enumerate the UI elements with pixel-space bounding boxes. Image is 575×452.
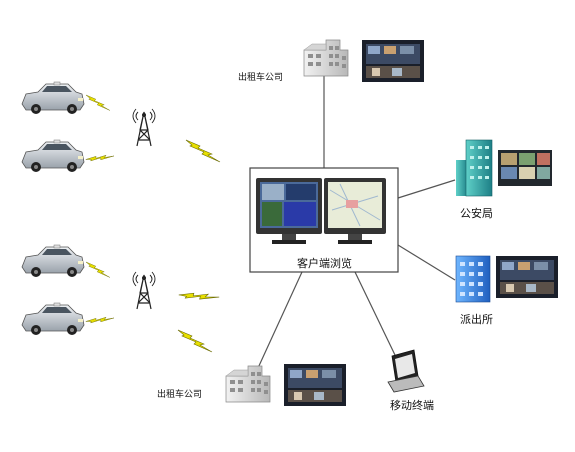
monitoring-screen-photo [498, 150, 552, 186]
wireless-signal-icon [85, 305, 115, 334]
station-building-icon [455, 255, 491, 303]
wireless-signal-icon [177, 329, 213, 353]
link-bottom-company [257, 271, 303, 369]
laptop-icon [387, 349, 425, 393]
link-station [397, 244, 456, 281]
bureau-building-icon [456, 139, 493, 197]
wireless-signal-icon [85, 94, 111, 111]
police-station-label: 派出所 [460, 313, 493, 326]
wireless-signal-icon [85, 143, 115, 172]
wireless-signal-icon [178, 277, 220, 315]
antenna-tower-icon [132, 108, 156, 147]
antenna-tower-icon [132, 271, 156, 310]
monitor-icon [256, 178, 322, 244]
mobile-terminal-label: 移动终端 [390, 399, 434, 412]
office-building-icon [225, 365, 271, 403]
link-mobile [354, 271, 396, 356]
monitor-icon [324, 178, 386, 244]
control-room-photo [284, 364, 346, 406]
link-bureau [397, 179, 456, 199]
control-room-photo [362, 40, 424, 82]
wireless-signal-icon [85, 261, 111, 278]
client-browse-box [249, 167, 399, 273]
taxi-car-icon [21, 81, 85, 115]
taxi-car-icon [21, 302, 85, 336]
client-browse-label: 客户端浏览 [297, 257, 352, 270]
control-room-photo [496, 256, 558, 298]
taxi-company-label: 出租车公司 [238, 73, 284, 83]
taxi-car-icon [21, 139, 85, 173]
wireless-signal-icon [185, 139, 221, 163]
office-building-icon [303, 39, 349, 77]
public-security-bureau-label: 公安局 [460, 207, 493, 220]
taxi-company-label: 出租车公司 [157, 390, 203, 400]
taxi-car-icon [21, 244, 85, 278]
